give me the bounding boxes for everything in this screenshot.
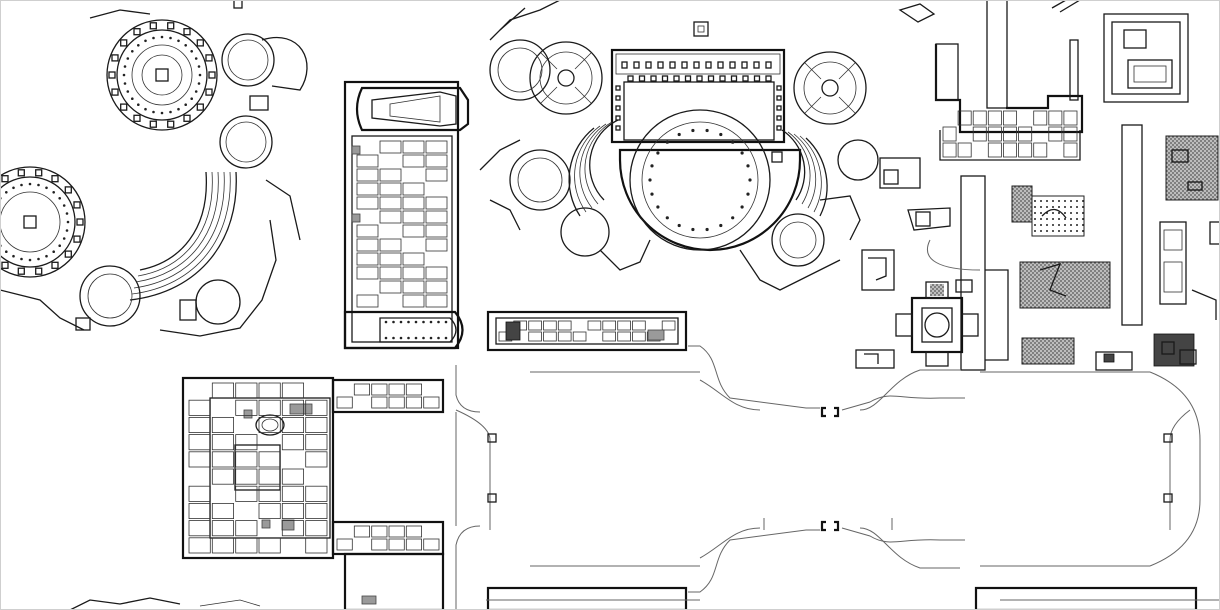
rotunda-piers xyxy=(1,169,84,275)
palace-north-wing xyxy=(343,80,470,350)
palace-room-grid xyxy=(356,140,448,308)
circular-bath-complex xyxy=(0,0,308,337)
modern-building-cluster xyxy=(855,0,1220,371)
palace-east-wing xyxy=(486,310,1198,610)
courtyard-piers xyxy=(615,61,782,131)
arena-columns xyxy=(648,128,752,232)
bottom-fragment xyxy=(69,597,261,610)
rotunda-piers xyxy=(108,22,216,128)
nave-columns xyxy=(384,320,448,340)
connector-rooms xyxy=(336,383,440,551)
theatre-complex xyxy=(479,0,879,291)
garden-parterre xyxy=(455,345,1220,610)
modern-room-grid xyxy=(942,110,1078,158)
palace-south-block xyxy=(181,376,445,610)
palace-room-grid xyxy=(188,382,328,554)
rotunda-columns xyxy=(122,35,202,115)
